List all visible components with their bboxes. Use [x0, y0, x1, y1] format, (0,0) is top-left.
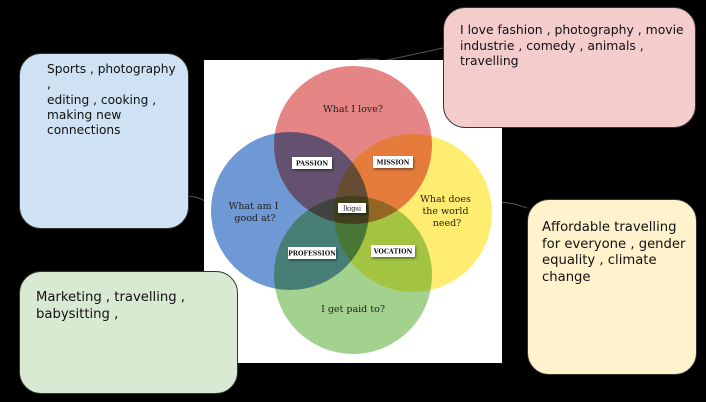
- world-needs-note: Affordable travelling for everyone , gen…: [527, 199, 697, 375]
- skills-line: connections: [47, 123, 121, 137]
- passion-label: PASSION: [292, 157, 332, 169]
- world-needs-caption: What does the world need?: [420, 194, 474, 229]
- love-note: I love fashion , photography , movie ind…: [443, 7, 696, 128]
- svg-text:PROFESSION: PROFESSION: [288, 251, 336, 258]
- skills-line: making new: [47, 107, 122, 122]
- need-line: for everyone , gender: [542, 236, 686, 252]
- mission-label: MISSION: [373, 156, 413, 168]
- skills-note: Sports , photography , editing , cooking…: [19, 53, 189, 229]
- need-line: Affordable travelling: [542, 220, 677, 235]
- skills-line: Sports , photography ,: [47, 62, 176, 92]
- svg-text:MISSION: MISSION: [376, 160, 409, 167]
- love-line: I love fashion , photography , movie: [460, 22, 684, 37]
- svg-text:PASSION: PASSION: [296, 161, 329, 168]
- ikigai-center-label: Ikigai: [338, 203, 366, 213]
- skills-line: editing , cooking ,: [47, 92, 157, 107]
- love-line: industrie , comedy , animals , travellin…: [460, 37, 644, 69]
- good-at-caption: What am I good at?: [229, 201, 282, 224]
- profession-label: PROFESSION: [288, 247, 336, 259]
- ikigai-diagram: What I love? What am I good at? What doe…: [204, 60, 502, 363]
- vocation-label: VOCATION: [371, 245, 415, 257]
- paid-note: Marketing , travelling , babysitting ,: [19, 271, 238, 394]
- svg-text:VOCATION: VOCATION: [373, 249, 413, 256]
- need-line: change: [542, 269, 591, 285]
- svg-text:Ikigai: Ikigai: [343, 206, 361, 213]
- love-caption: What I love?: [323, 104, 383, 115]
- paid-line: Marketing , travelling ,: [36, 290, 185, 305]
- paid-circle: [274, 196, 432, 354]
- need-line: equality , climate: [542, 253, 657, 268]
- paid-caption: I get paid to?: [321, 304, 385, 315]
- paid-line: babysitting ,: [36, 306, 119, 322]
